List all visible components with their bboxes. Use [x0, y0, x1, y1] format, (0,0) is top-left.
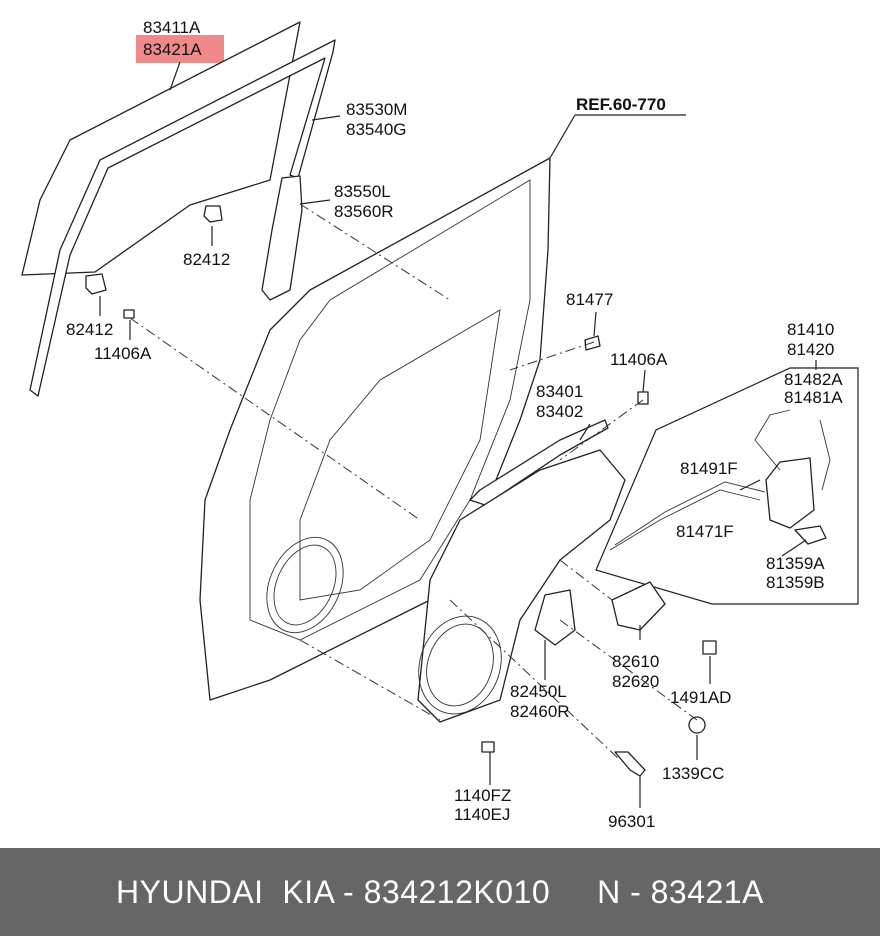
clip-1491ad: [702, 640, 717, 655]
door-latch: [754, 409, 831, 529]
label-82620: 82620: [612, 672, 659, 691]
footer-text: HYUNDAI KIA - 834212K010 N - 83421A: [116, 873, 764, 910]
inside-handle: [611, 581, 666, 631]
bolt-11406a-right: [637, 391, 649, 405]
label-83550l: 83550L: [334, 182, 391, 201]
nut-1339cc: [688, 716, 706, 734]
label-81481a: 81481A: [784, 388, 843, 407]
alignment-lines: [129, 203, 698, 761]
glass-run-channel: [29, 39, 336, 397]
label-1140ej: 1140EJ: [454, 805, 510, 824]
label-11406a-left: 11406A: [94, 344, 152, 363]
label-1140fz: 1140FZ: [454, 786, 511, 805]
label-11406a-right: 11406A: [610, 350, 668, 369]
label-82412-upper: 82412: [183, 250, 230, 269]
label-81471f: 81471F: [676, 522, 734, 541]
window-regulator: [417, 419, 626, 723]
lock-lever: [794, 525, 827, 545]
parts-diagram: 83411A 83421A 83530M 83540G REF.60-770 8…: [21, 18, 859, 831]
label-83530m: 83530M: [346, 100, 407, 119]
label-82610: 82610: [612, 652, 659, 671]
label-96301: 96301: [608, 812, 655, 831]
latch-box: [595, 367, 859, 605]
label-82450l: 82450L: [510, 682, 567, 701]
label-81359a: 81359A: [766, 554, 825, 573]
label-81359b: 81359B: [766, 573, 825, 592]
bolt-1140fz: [481, 741, 495, 753]
label-1491ad: 1491AD: [670, 688, 731, 707]
rear-channel: [261, 175, 303, 301]
label-83540g: 83540G: [346, 120, 407, 139]
label-81420: 81420: [787, 340, 834, 359]
label-81491f: 81491F: [680, 459, 738, 478]
label-83560r: 83560R: [334, 202, 394, 221]
label-82412-lower: 82412: [66, 320, 113, 339]
label-81477: 81477: [566, 290, 613, 309]
label-82460r: 82460R: [510, 702, 570, 721]
highlight-box: [136, 35, 224, 63]
label-83411a: 83411A: [143, 18, 201, 37]
clip-82412-upper: [203, 205, 223, 223]
label-81410: 81410: [787, 320, 834, 339]
bolt-96301: [614, 751, 646, 777]
regulator-motor: [534, 589, 576, 646]
label-83401: 83401: [536, 382, 583, 401]
label-1339cc: 1339CC: [662, 764, 724, 783]
label-83421a: 83421A: [143, 40, 202, 59]
part-number-footer: HYUNDAI KIA - 834212K010 N - 83421A: [0, 848, 880, 936]
leader-lines: [99, 61, 817, 808]
clip-82412-lower: [85, 273, 107, 295]
label-83402: 83402: [536, 402, 583, 421]
door-panel: [199, 157, 551, 701]
label-ref: REF.60-770: [576, 95, 666, 114]
label-81482a: 81482A: [784, 370, 843, 389]
bolt-11406a-left: [123, 309, 135, 319]
